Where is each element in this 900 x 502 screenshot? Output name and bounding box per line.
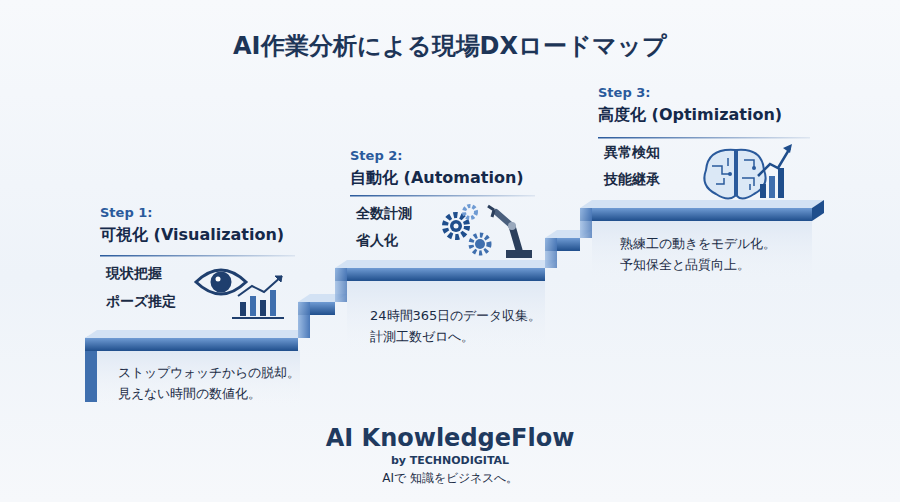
step-heading: 自動化 (Automation): [350, 168, 524, 189]
roadmap-step: Step 2: 自動化 (Automation) 全数計測省人化 24時間365日のデ…: [350, 148, 580, 351]
brain-chart-icon: [704, 144, 792, 199]
roadmap-step: Step 1: 可視化 (Visualization) 現状把握ポーズ推定ストップウ…: [100, 205, 332, 408]
step-keyword: 技能継承: [604, 171, 660, 189]
brand-tagline: AIで 知識をビジネスへ。: [382, 470, 518, 487]
brand-name: AI KnowledgeFlow: [326, 424, 575, 452]
step-keyword: 全数計測: [356, 205, 412, 223]
gear-robot-icon: [445, 206, 532, 258]
step-heading: 可視化 (Visualization): [100, 225, 284, 246]
eye-chart-icon: [196, 270, 284, 318]
step-description: 熟練工の動きをモデル化。 予知保全と品質向上。: [620, 233, 825, 275]
step-description: 24時間365日のデータ収集。 計測工数ゼロへ。: [370, 305, 575, 347]
step-number: Step 3:: [598, 85, 650, 100]
step-description: ストップウォッチからの脱却。 見えない時間の数値化。: [118, 362, 323, 404]
step-keyword: 異常検知: [604, 144, 660, 162]
step-keyword: ポーズ推定: [106, 293, 176, 311]
brand-company: by TECHNODIGITAL: [391, 454, 509, 467]
diagram-title: AI作業分析による現場DXロードマップ: [233, 30, 667, 62]
step-number: Step 1:: [100, 205, 152, 220]
step-keyword: 現状把握: [106, 265, 162, 283]
roadmap-step: Step 3: 高度化 (Optimization) 異常検知技能継承熟練工の動きを…: [598, 85, 829, 280]
step-heading: 高度化 (Optimization): [598, 105, 782, 126]
step-number: Step 2:: [350, 148, 402, 163]
step-keyword: 省人化: [356, 232, 398, 250]
